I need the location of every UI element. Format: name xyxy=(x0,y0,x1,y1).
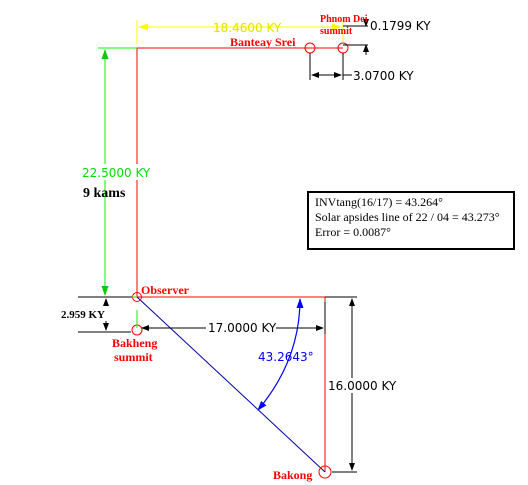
yellow-dimension xyxy=(136,20,344,44)
phnom-dei-line2: summit xyxy=(320,26,353,37)
calculation-box: INVtang(16/17) = 43.264° Solar apsides l… xyxy=(307,191,515,250)
offset-dim-label: 2.959 KY xyxy=(61,309,105,321)
angle-label: 43.2643° xyxy=(258,350,314,364)
phnom-dei-label: Phnom Dei summit xyxy=(320,14,370,37)
offset-label-bg xyxy=(60,306,114,321)
bakheng-line1: Bakheng xyxy=(112,336,157,350)
top-right-dimensions xyxy=(309,18,369,80)
short-dim-label: 3.0700 KY xyxy=(353,69,414,83)
bakong-label: Bakong xyxy=(273,468,312,482)
banteay-srei-label: Banteay Srei xyxy=(230,35,296,49)
v16-dim-label: 16.0000 KY xyxy=(328,379,397,393)
calc-line-2: Solar apsides line of 22 / 04 = 43.273° xyxy=(315,210,500,224)
calc-line-1: INVtang(16/17) = 43.264° xyxy=(315,195,443,209)
angle-arc xyxy=(257,298,304,411)
red-site-lines xyxy=(136,47,343,473)
bakheng-label: Bakheng summit xyxy=(112,336,160,364)
calc-line-3: Error = 0.0087° xyxy=(315,225,391,239)
yellow-dim-label: 18.4600 KY xyxy=(213,21,282,35)
small-dim-label: 0.1799 KY xyxy=(370,19,431,33)
bakheng-line2: summit xyxy=(114,350,153,364)
phnom-dei-line1: Phnom Dei xyxy=(320,14,368,25)
angle-indicator xyxy=(257,298,304,411)
kams-label: 9 kams xyxy=(83,186,126,201)
observer-label: Observer xyxy=(141,283,190,297)
green-label-bg xyxy=(78,164,148,180)
h17-dim-label: 17.0000 KY xyxy=(208,321,277,335)
v16-label-bg xyxy=(327,378,399,393)
bakong-marker xyxy=(318,465,332,479)
green-dim-label: 22.5000 KY xyxy=(82,166,151,180)
